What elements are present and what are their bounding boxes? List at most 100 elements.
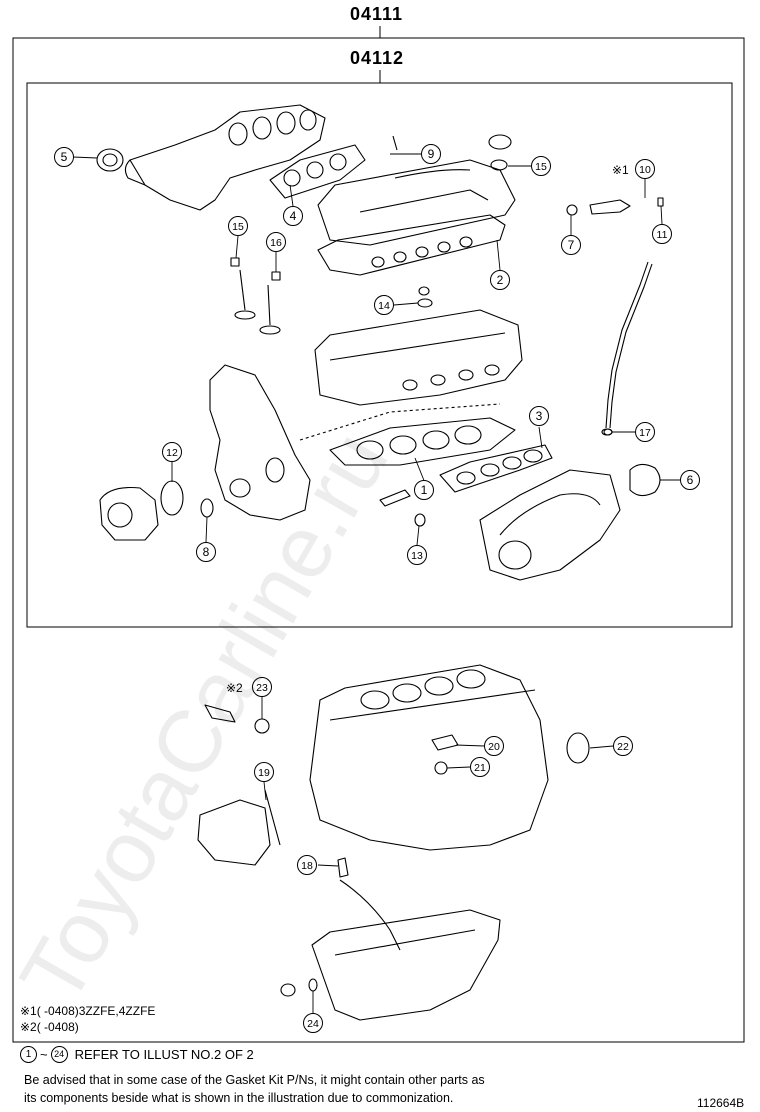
callout-circle: [162, 442, 182, 462]
callout-circle: [283, 206, 303, 226]
part-4-drawing: [269, 144, 366, 199]
part-11-drawing: [160, 480, 184, 516]
dipstick-drawing: [605, 261, 649, 429]
callout-circle: [529, 406, 549, 426]
part-10-drawing: [657, 197, 664, 207]
figure-id: 112664B: [697, 1096, 745, 1110]
advice-line-2: its components beside what is shown in t…: [24, 1091, 454, 1105]
callout-circle: [613, 736, 633, 756]
part-5-drawing: [96, 148, 124, 172]
callout-number: 10: [639, 164, 651, 176]
group-number-inner: 04112: [350, 48, 405, 68]
exhaust-manifold-drawing: [124, 104, 326, 211]
callout-number: 24: [307, 1018, 319, 1030]
part-6-drawing: [629, 463, 661, 497]
head-gasket-drawing: [299, 403, 516, 466]
inner-frame: [26, 82, 733, 628]
part-13-drawing: [417, 298, 433, 308]
callout-number: 12: [166, 447, 178, 459]
intake-manifold-drawing: [479, 469, 621, 581]
callout-number: 13: [411, 550, 423, 562]
callout-18: 18: [297, 855, 317, 875]
callout-circle: [266, 232, 286, 252]
callout-5: 5: [54, 147, 74, 167]
callout-number: 8: [203, 545, 210, 559]
callout-number: 1: [421, 483, 428, 497]
callout-circle: [254, 762, 274, 782]
callout-number: 23: [256, 682, 268, 694]
part-19-drawing: [197, 799, 271, 866]
callout-circle: [297, 855, 317, 875]
callout-10: 10: [635, 159, 655, 179]
part-9-drawing: [390, 135, 402, 155]
callout-8: 8: [196, 542, 216, 562]
callout-1: 1: [414, 480, 434, 500]
callout-number: 22: [617, 741, 629, 753]
callout-21: 21: [470, 757, 490, 777]
callout-19: 19: [254, 762, 274, 782]
part-22-drawing: [566, 732, 590, 764]
engine-block-drawing: [309, 664, 549, 851]
group-number-outer: 04111: [350, 4, 404, 24]
part-18-drawing: [337, 857, 349, 878]
callout-15: 15: [228, 216, 248, 236]
callout-circle: [414, 480, 434, 500]
valves-drawing: [230, 257, 281, 335]
intake-gasket-drawing: [439, 444, 553, 493]
callout-number: 4: [290, 209, 297, 223]
part-17-drawing: [589, 199, 631, 215]
advice-line-1: Be advised that in some case of the Gask…: [24, 1073, 485, 1087]
part-2-drawing: [317, 214, 506, 276]
callout-circle: [228, 216, 248, 236]
refer-line: 1 ~ 24 REFER TO ILLUST NO.2 OF 2: [20, 1046, 254, 1063]
callout-3: 3: [529, 406, 549, 426]
callout-2: 2: [490, 270, 510, 290]
callout-9: 9: [421, 144, 441, 164]
refer-tilde: ~: [40, 1047, 48, 1062]
callout-number: 15: [535, 161, 547, 173]
refer-from-circle: 1: [20, 1046, 37, 1063]
callout-14: 14: [374, 295, 394, 315]
callout-number: 15: [232, 221, 244, 233]
oil-cap-drawing: [488, 134, 512, 150]
callout-circle: [407, 545, 427, 565]
valve-cover-drawing: [317, 159, 516, 246]
callout-13: 13: [407, 545, 427, 565]
callout-number: 5: [61, 150, 68, 164]
callout-number: 17: [639, 427, 651, 439]
callout-circle: [303, 1013, 323, 1033]
oil-pan-drawing: [311, 879, 501, 1021]
callout-22: 22: [613, 736, 633, 756]
water-pump-drawing: [99, 486, 159, 541]
callout-circle: [561, 235, 581, 255]
callout-circle: [680, 470, 700, 490]
callout-number: 19: [258, 767, 270, 779]
footnote-2: ※2( -0408): [20, 1020, 79, 1034]
callout-number: 2: [497, 273, 504, 287]
part-16-drawing: [603, 428, 613, 436]
callout-circle: [374, 295, 394, 315]
callout-6: 6: [680, 470, 700, 490]
callout-17: 17: [635, 422, 655, 442]
bolt-drawing: [379, 489, 411, 507]
callout-number: 18: [301, 860, 313, 872]
callout-circle: [635, 422, 655, 442]
part-21-drawing: [434, 761, 448, 775]
callout-circle: [531, 156, 551, 176]
callout-number: 14: [378, 300, 390, 312]
part-14-drawing: [490, 159, 508, 171]
outer-frame: [12, 37, 745, 1043]
callout-circle: [490, 270, 510, 290]
part-24-drawing: [308, 978, 318, 992]
part-7-drawing: [566, 204, 578, 216]
part-20-drawing: [431, 734, 459, 751]
callout-circle: [484, 736, 504, 756]
callout-12: 12: [162, 442, 182, 462]
callout-20: 20: [484, 736, 504, 756]
timing-cover-drawing: [209, 364, 311, 521]
callout-number: 7: [568, 238, 575, 252]
callout-number: 20: [488, 741, 500, 753]
callout-number: 11: [657, 229, 668, 241]
refer-to-circle: 24: [50, 1046, 68, 1063]
marker-23: ※2: [226, 681, 243, 695]
